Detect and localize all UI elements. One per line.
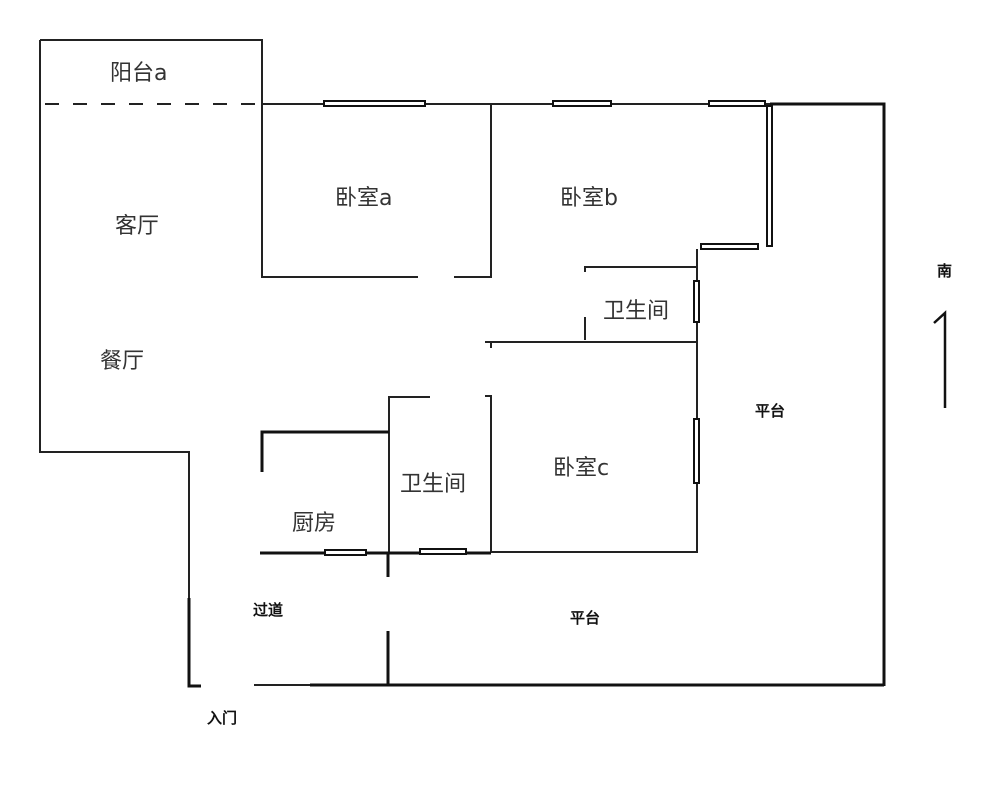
label-bedroom-a: 卧室a (335, 186, 392, 211)
window (323, 100, 426, 107)
windows (323, 100, 773, 556)
label-corridor: 过道 (253, 601, 283, 619)
label-living-room: 客厅 (115, 214, 159, 239)
label-dining-room: 餐厅 (100, 349, 144, 374)
window (700, 243, 759, 250)
label-entrance: 入门 (207, 709, 237, 727)
window (552, 100, 612, 107)
label-terrace-east: 平台 (755, 402, 785, 420)
compass-arrow (933, 310, 947, 408)
label-balcony-a: 阳台a (110, 61, 167, 86)
walls (39, 39, 886, 688)
window (693, 418, 700, 484)
label-bathroom-1: 卫生间 (603, 299, 669, 324)
label-bathroom-2: 卫生间 (400, 472, 466, 497)
window (708, 100, 766, 107)
label-compass-south: 南 (937, 262, 952, 280)
label-bedroom-b: 卧室b (560, 186, 618, 211)
window (324, 549, 367, 556)
label-terrace-south: 平台 (570, 609, 600, 627)
label-bedroom-c: 卧室c (553, 456, 609, 481)
window (419, 548, 467, 555)
window (693, 280, 700, 323)
label-kitchen: 厨房 (292, 511, 336, 536)
window (766, 105, 773, 247)
north-arrow-icon (933, 310, 947, 408)
